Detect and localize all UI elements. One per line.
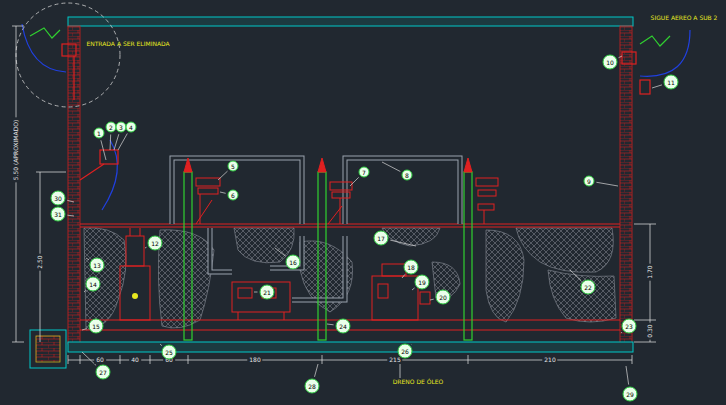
leader-line	[315, 364, 319, 377]
leader-line	[275, 248, 286, 256]
entry-cable	[22, 24, 118, 210]
transformer	[120, 228, 430, 320]
leader-line	[86, 258, 89, 260]
leader-line	[220, 192, 226, 193]
leader-line	[402, 274, 405, 278]
leader-line	[652, 85, 662, 88]
callout-number: 9	[584, 176, 595, 187]
callout-number: 26	[398, 344, 413, 359]
leader-line	[350, 177, 359, 186]
leader-line	[110, 134, 112, 150]
leader-line	[618, 56, 622, 58]
roof-slab	[68, 17, 633, 26]
cable-pit	[30, 330, 66, 368]
leader-line	[67, 200, 74, 202]
callout-number: 12	[148, 236, 163, 251]
leader-line	[626, 366, 629, 385]
detail-circle	[16, 3, 120, 107]
leader-line	[596, 182, 618, 186]
leader-line	[254, 292, 258, 293]
note-text: SIGUE AEREO A SUB 2	[651, 15, 718, 21]
leader-line	[145, 247, 147, 249]
callout-number: 11	[664, 75, 679, 90]
leader-line	[327, 324, 334, 326]
cable-pit	[36, 336, 60, 362]
dimension-text: 60	[94, 356, 106, 364]
callout-number: 18	[404, 260, 419, 275]
gravel-area	[84, 228, 616, 330]
dimension-text: 5.50 (APROXIMADO)	[12, 118, 20, 183]
leader-line	[218, 171, 228, 180]
callout-number: 7	[359, 167, 370, 178]
dimension-text: 210	[542, 356, 557, 364]
callout-number: 15	[89, 319, 104, 334]
dimension-text: 2.50	[36, 253, 44, 270]
callout-number: 4	[126, 122, 137, 133]
leader-line	[570, 270, 581, 280]
leader-line	[82, 329, 87, 330]
leader-line	[390, 240, 416, 246]
exit-cable	[622, 30, 690, 94]
leader-line	[411, 344, 412, 345]
callout-number: 19	[415, 275, 430, 290]
leader-line	[430, 299, 434, 301]
dimension-line	[12, 26, 656, 364]
leader-line	[412, 288, 415, 290]
dimension-text: 40	[129, 356, 141, 364]
callout-number: 5	[228, 161, 239, 172]
callout-number: 16	[286, 255, 301, 270]
callout-number: 10	[603, 55, 618, 70]
callout-number: 29	[623, 387, 638, 402]
callout-number: 6	[228, 190, 239, 201]
dimension-text: 180	[247, 356, 262, 364]
callout-number: 17	[374, 231, 389, 246]
pole	[184, 172, 472, 340]
callout-number: 25	[162, 345, 177, 360]
callout-number: 23	[622, 319, 637, 334]
callout-number: 31	[51, 207, 66, 222]
callout-number: 14	[86, 277, 101, 292]
callout-number: 21	[260, 285, 275, 300]
callout-number: 1	[94, 128, 105, 139]
callout-number: 27	[96, 365, 111, 380]
callout-number: 13	[90, 258, 105, 273]
oil-indicator	[132, 293, 138, 299]
dimension-text: 0.30	[646, 322, 654, 339]
callout-number: 22	[581, 280, 596, 295]
dimension-text: 1.70	[646, 263, 654, 280]
brick-wall	[68, 26, 80, 344]
leader-line	[118, 134, 127, 150]
leader-line	[114, 134, 119, 150]
brick-wall	[620, 26, 632, 344]
callout-number: 8	[402, 170, 413, 181]
leader-line	[67, 215, 74, 217]
steel-beam	[80, 224, 620, 330]
leader-line	[382, 162, 400, 172]
floor-slab	[68, 342, 633, 352]
callout-number: 30	[51, 191, 66, 206]
callout-number: 28	[305, 379, 320, 394]
leader-line	[84, 290, 86, 292]
leader-line	[101, 140, 106, 160]
insulator	[184, 158, 472, 172]
callout-number: 24	[336, 319, 351, 334]
leader-line	[621, 332, 623, 334]
note-text: DRENO DE ÓLEO	[391, 378, 446, 386]
note-text: ENTRADA A SER ELIMINADA	[86, 41, 169, 47]
callout-number: 20	[436, 290, 451, 305]
leader-line	[160, 344, 162, 346]
switch-assembly	[196, 178, 498, 224]
conduit	[172, 158, 460, 300]
